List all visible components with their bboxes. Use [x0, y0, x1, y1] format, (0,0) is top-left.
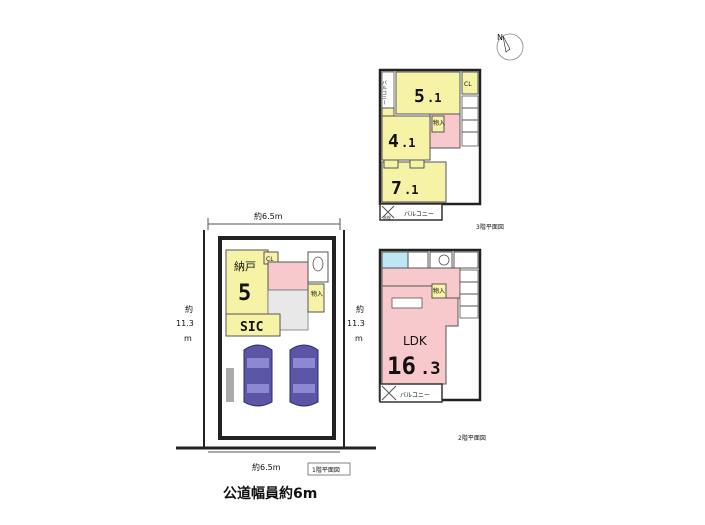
floor1-storage-size: 5 — [238, 281, 251, 306]
floor2-depth-line3: m — [355, 334, 363, 343]
floor3-mono-label: 物入 — [433, 119, 445, 127]
floor2-ldk-size-dec: .3 — [420, 359, 440, 379]
floor2-bathtub — [381, 251, 409, 269]
floor3-room-4-1 — [381, 115, 431, 161]
floor2-plan: 約 11.3 m LDK 16 .3 物入 バルコニー 2階平面図 — [347, 248, 486, 442]
road-width-label: 公道幅員約6m — [223, 485, 317, 502]
floor2-depth-line1: 約 — [356, 304, 364, 314]
floor3-room2-main: 4 — [388, 131, 399, 152]
floor2-kitchen-counter — [391, 297, 423, 309]
floor2-ldk-size-main: 16 — [387, 352, 416, 380]
floor3-room1-dec: .1 — [427, 91, 441, 105]
floor3-stairs — [461, 95, 479, 147]
floor1-sic-room — [225, 313, 281, 337]
floor3-room2-dec: .1 — [401, 136, 415, 150]
floor2-balcony — [379, 383, 443, 403]
floor1-sic-label: SIC — [240, 320, 263, 335]
floor1-storage-label: 納戸 — [234, 260, 256, 273]
floor2-mono-label: 物入 — [433, 287, 445, 295]
compass-icon: N — [496, 33, 524, 61]
floor1-name-box — [307, 462, 351, 476]
floor3-room3-dec: .1 — [404, 183, 418, 197]
floor3-cl-top: CL — [464, 81, 472, 88]
floor1-name: 1階平面図 — [312, 466, 340, 474]
floor1-cl-label: CL — [266, 256, 274, 263]
floor1-entrance-hall — [267, 261, 309, 291]
floor3-balcony-label: バルコニー — [404, 211, 434, 218]
floor1-plan: 約6.5m 約6.5m 約 11.3 m 納戸 5 CL 物入 SIC — [176, 211, 376, 476]
floor1-width-top: 約6.5m — [254, 211, 283, 221]
floor1-depth-line3: m — [184, 334, 192, 343]
floor2-balcony-label: バルコニー — [400, 392, 430, 399]
floor3-plan: バルコニー 5 .1 CL 4 .1 物入 7 .1 水栓 バル — [378, 68, 504, 231]
floor3-room-7-1 — [381, 161, 447, 203]
floor1-depth-line1: 約 — [185, 304, 193, 314]
floor3-side-balcony-label: バルコニー — [381, 80, 387, 105]
floor3-room3-main: 7 — [391, 178, 402, 199]
floor2-name: 2階平面図 — [458, 434, 486, 442]
floor3-name: 3階平面図 — [476, 223, 504, 231]
floor1-mono-label: 物入 — [311, 290, 323, 298]
floor3-room1-main: 5 — [414, 86, 425, 107]
floor2-ldk-label: LDK — [403, 334, 428, 348]
car-icon-right — [289, 344, 319, 407]
car-icon-left — [243, 344, 273, 407]
floor3-water-tap: 水栓 — [383, 214, 391, 220]
floor1-width-bottom: 約6.5m — [252, 462, 281, 472]
floor1-column — [226, 368, 234, 402]
floor3-room-5-1 — [395, 71, 461, 115]
floor2-depth-line2: 11.3 — [347, 319, 365, 328]
floor3-bottom-balcony — [379, 203, 443, 221]
floor1-depth-line2: 11.3 — [176, 319, 194, 328]
compass-north-label: N — [497, 33, 503, 42]
